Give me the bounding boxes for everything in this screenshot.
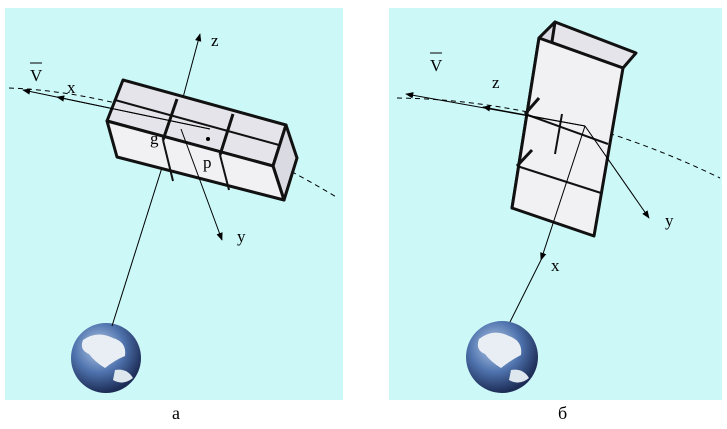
satellite-box [105,78,299,202]
caption-a: а [172,403,180,423]
point-p-label: p [203,153,212,172]
x-axis [540,125,586,261]
panel-a: V x z y g p [5,8,343,400]
y-axis [584,125,650,219]
earth-icon [466,321,538,393]
velocity-vector [22,88,211,130]
y-axis [180,128,223,241]
velocity-label: V [30,66,43,85]
velocity-vector [405,92,586,127]
earth-line [509,259,542,323]
y-axis-label: y [237,227,246,246]
point-p-marker [206,137,210,141]
diagram-b: V z y x [396,20,721,393]
earth-icon [71,323,141,393]
point-g-label: g [150,129,159,148]
x-axis-label: x [551,256,560,275]
z-axis-label: z [211,31,219,50]
x-axis-label: x [67,78,76,97]
diagram-a: V x z y g p [8,31,339,393]
satellite-box [510,20,638,238]
z-axis-label: z [492,73,500,92]
caption-b: б [558,403,568,423]
y-axis-label: y [665,211,674,230]
velocity-label: V [430,56,443,75]
panel-b: V z y x [389,8,722,400]
